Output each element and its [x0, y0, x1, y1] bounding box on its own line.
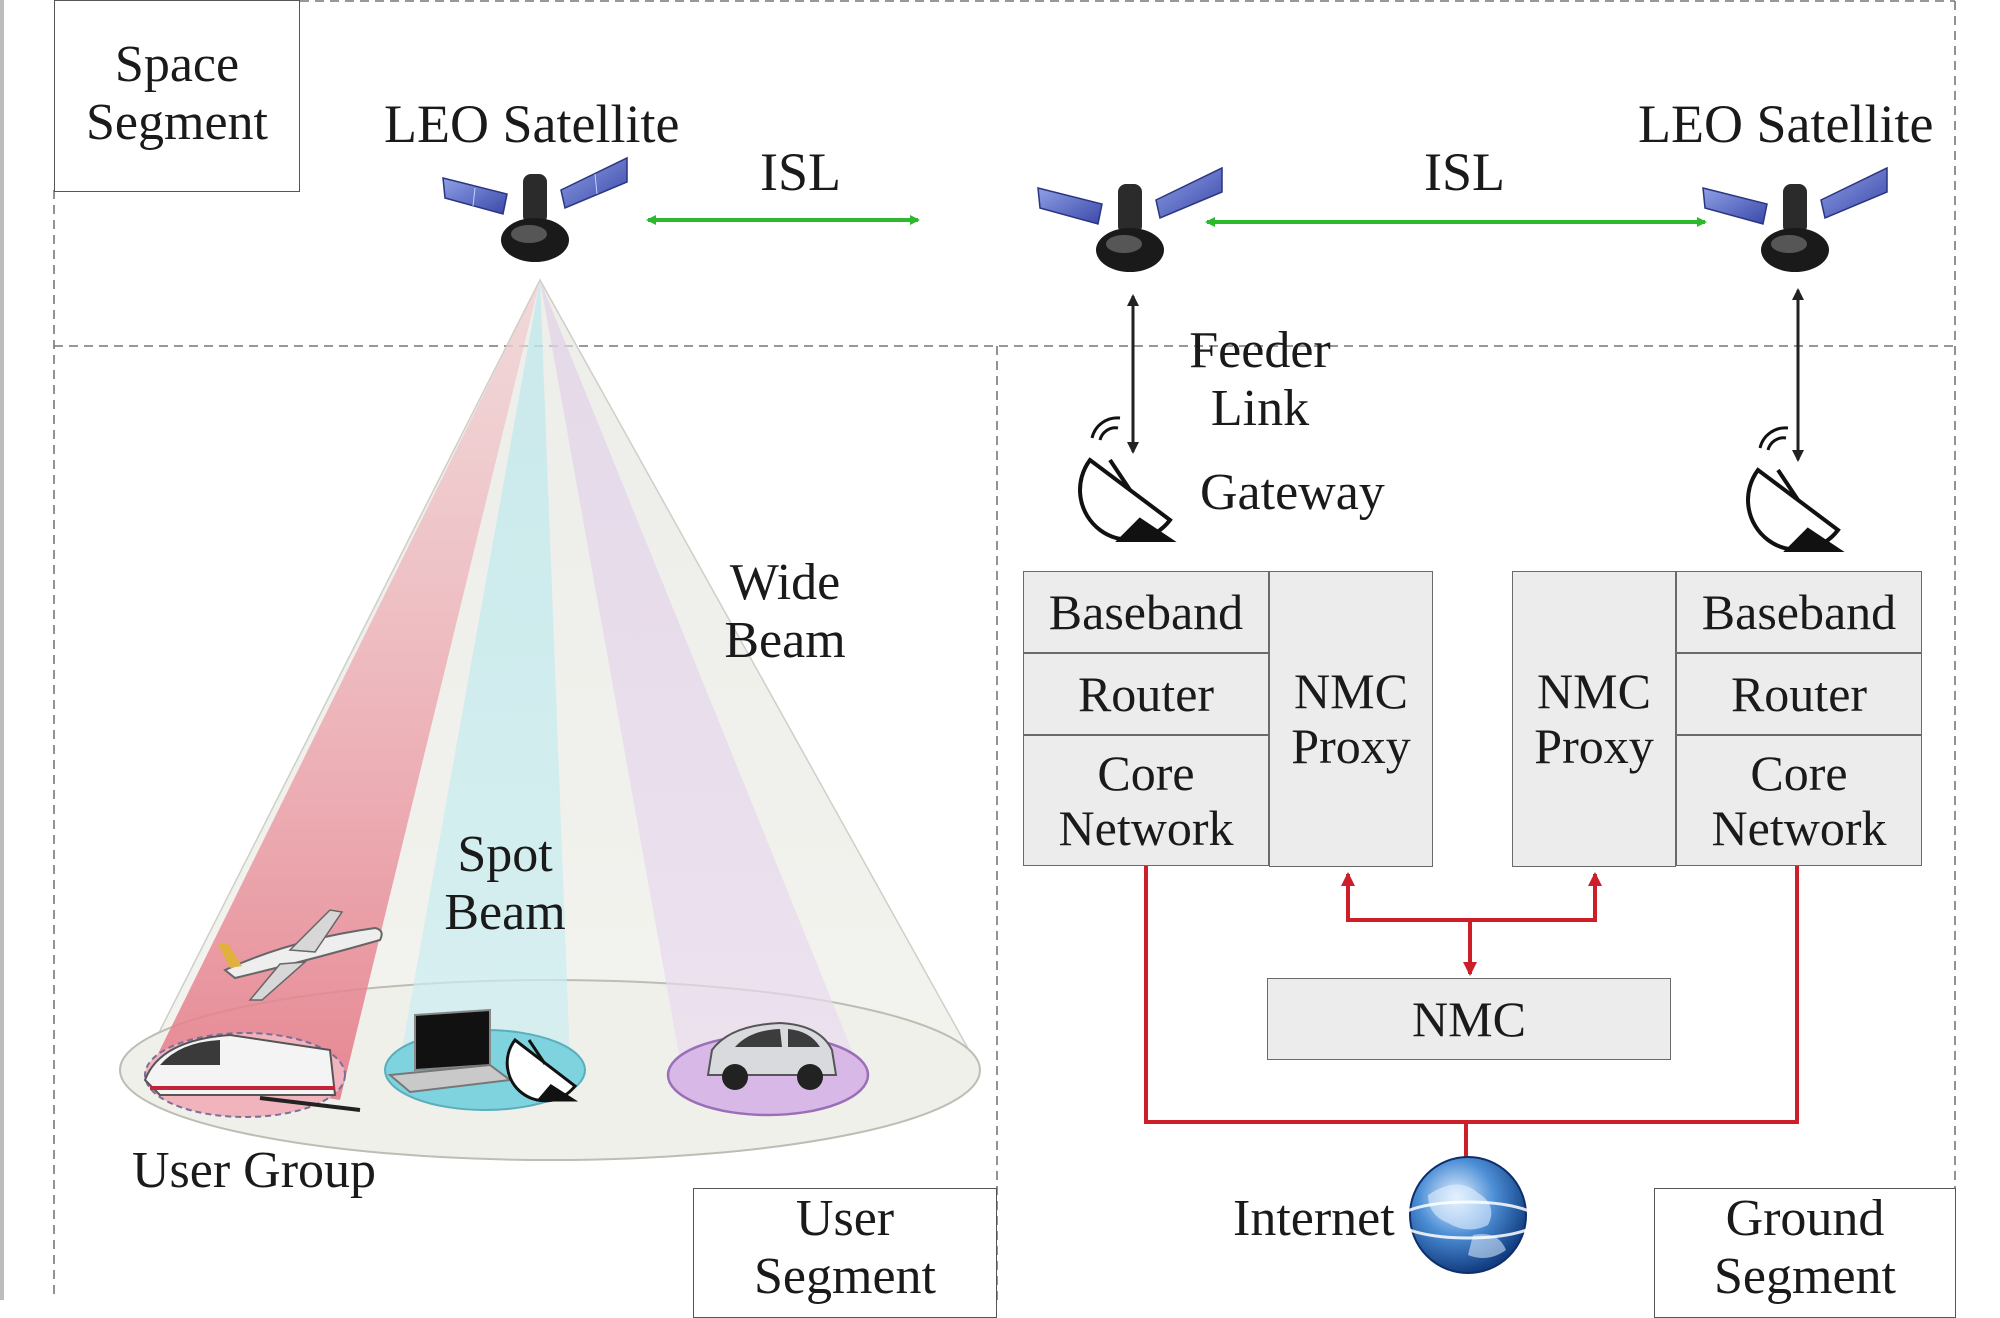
feeder-link-line2: Link	[1210, 380, 1310, 438]
user-group-label: User Group	[132, 1142, 377, 1199]
proxy-left-line2: Proxy	[1291, 718, 1411, 774]
core-left-to-internet	[1144, 866, 1799, 1124]
airplane-icon	[218, 909, 383, 1001]
isl-left-label: ISL	[760, 142, 841, 202]
nmc-label: NMC	[1412, 990, 1526, 1047]
spot-beam-line2: Beam	[444, 884, 566, 942]
baseband-box-right: Baseband	[1676, 571, 1922, 653]
proxy-right-line2: Proxy	[1534, 718, 1654, 774]
ground-segment-line1: Ground	[1725, 1190, 1885, 1247]
red-beam	[150, 280, 540, 1100]
beam-cone	[119, 278, 982, 1161]
user-segment-line1: User	[795, 1190, 895, 1247]
gateway-dish-left-icon	[1078, 416, 1177, 542]
user-segment-label: User Segment	[693, 1190, 997, 1306]
nmc-box: NMC	[1267, 978, 1671, 1060]
laptop-icon	[387, 1008, 513, 1094]
core-network-box-right: Core Network	[1676, 735, 1922, 866]
proxy-bus	[1346, 878, 1597, 922]
wide-beam-line2: Beam	[724, 612, 846, 670]
train-icon	[143, 1033, 361, 1112]
router-box-right: Router	[1676, 653, 1922, 735]
cyan-beam	[400, 280, 570, 1060]
ground-segment-line2: Segment	[1714, 1248, 1896, 1306]
satellite-right-icon	[1702, 166, 1888, 272]
satellite-middle-icon	[1037, 166, 1223, 272]
left-edge-bar	[0, 0, 4, 1300]
nmc-proxy-box-left: NMC Proxy	[1269, 571, 1433, 867]
core-right-line1: Core	[1750, 744, 1848, 801]
router-right-label: Router	[1730, 665, 1868, 722]
core-right-line2: Network	[1711, 799, 1887, 856]
feeder-link-line1: Feeder	[1189, 322, 1331, 379]
isl-right-label: ISL	[1424, 142, 1505, 202]
wide-beam-label: Wide Beam	[700, 554, 870, 670]
leo-satellite-right-label: LEO Satellite	[1638, 94, 1934, 154]
core-network-box-left: Core Network	[1023, 735, 1269, 866]
wide-beam-line1: Wide	[729, 554, 841, 611]
internet-label: Internet	[1233, 1190, 1395, 1247]
router-box-left: Router	[1023, 653, 1269, 735]
gateway-dish-right-icon	[1746, 426, 1845, 552]
satellite-left-icon	[442, 156, 628, 262]
proxy-left-line1: NMC	[1294, 663, 1408, 719]
proxy-right-line1: NMC	[1537, 663, 1651, 719]
ground-segment-label: Ground Segment	[1654, 1190, 1956, 1306]
user-segment-box	[693, 1188, 997, 1318]
internet-globe-icon	[1396, 1156, 1540, 1274]
nmc-proxy-box-right: NMC Proxy	[1512, 571, 1676, 867]
core-left-line2: Network	[1058, 799, 1234, 856]
baseband-right-label: Baseband	[1701, 583, 1897, 640]
segment-borders	[53, 0, 1956, 1300]
space-segment-box	[54, 0, 300, 192]
small-dish-icon	[505, 1037, 579, 1103]
space-segment-label: Space Segment	[54, 36, 300, 152]
baseband-box-left: Baseband	[1023, 571, 1269, 653]
car-icon	[706, 1021, 838, 1090]
gateway-label: Gateway	[1200, 464, 1385, 521]
user-segment-line2: Segment	[754, 1248, 936, 1306]
red-network-lines	[1144, 866, 1799, 1160]
purple-beam	[540, 280, 860, 1070]
router-left-label: Router	[1077, 665, 1215, 722]
core-left-line1: Core	[1097, 744, 1195, 801]
ground-segment-box	[1654, 1188, 1956, 1318]
space-segment-line2: Segment	[86, 94, 268, 152]
spot-beam-line1: Spot	[457, 826, 553, 883]
space-segment-line1: Space	[114, 36, 240, 93]
spot-beam-label: Spot Beam	[420, 826, 590, 942]
baseband-left-label: Baseband	[1048, 583, 1244, 640]
leo-satellite-left-label: LEO Satellite	[384, 94, 680, 154]
feeder-link-label: Feeder Link	[1170, 322, 1350, 438]
